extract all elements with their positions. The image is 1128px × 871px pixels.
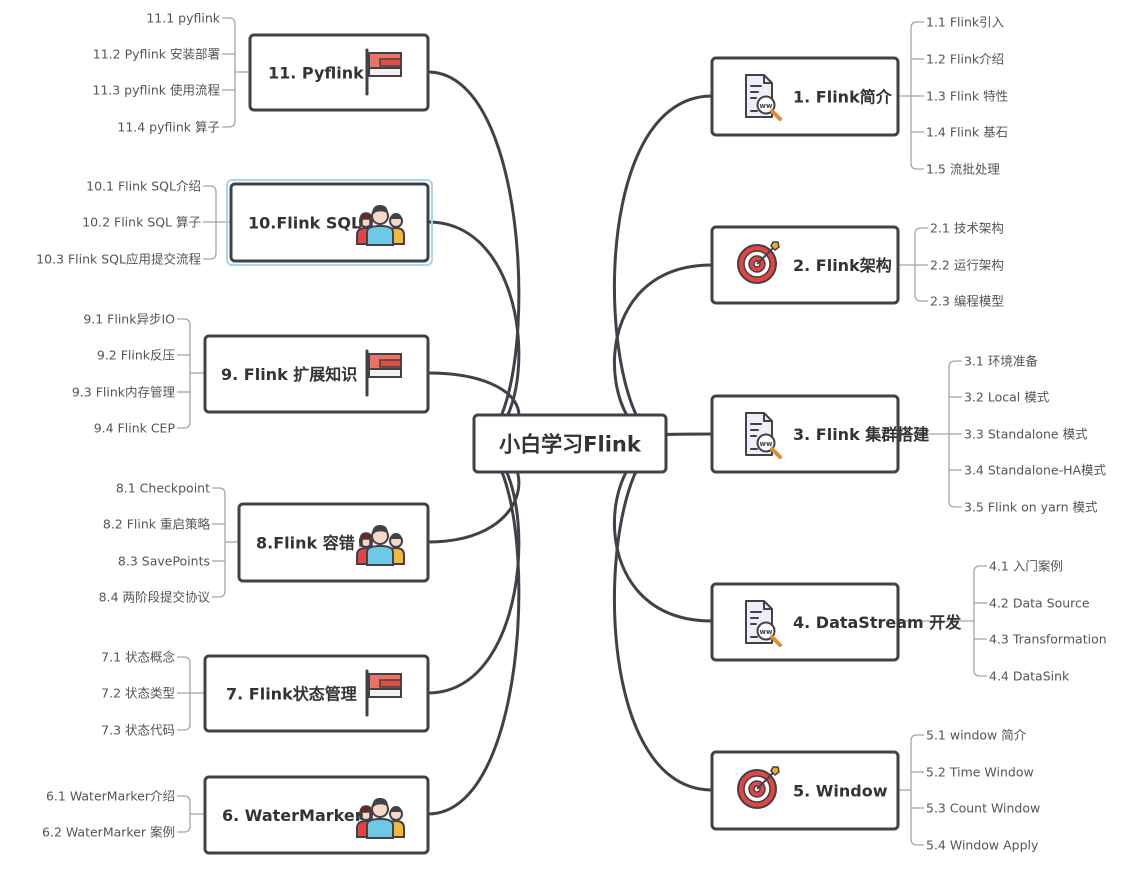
sub-topic-b11-1[interactable]: 11.1 pyflink [146,11,220,26]
sub-topic-b9-3[interactable]: 9.3 Flink内存管理 [72,385,176,400]
branch-node-label: 1. Flink简介 [793,88,893,107]
sub-topic-b1-5[interactable]: 1.5 流批处理 [926,162,1000,177]
sub-topic-b8-2[interactable]: 8.2 Flink 重启策略 [103,517,211,532]
sub-topic-b5-1[interactable]: 5.1 window 简介 [926,728,1027,743]
nodes: 小白学习Flink 1. Flink简介 1.1 Flink引入 1.2 Flink介… [36,11,1107,855]
sub-topic-b1-4[interactable]: 1.4 Flink 基石 [926,125,1008,140]
branch-node-label: 7. Flink状态管理 [226,685,357,704]
sub-topic-b9-4[interactable]: 9.4 Flink CEP [94,421,176,436]
sub-topic-b3-3[interactable]: 3.3 Standalone 模式 [964,427,1088,442]
sub-topic-b2-1[interactable]: 2.1 技术架构 [930,221,1004,236]
branch-node-1[interactable]: 1. Flink简介 [710,56,900,137]
sub-topic-b7-3[interactable]: 7.3 状态代码 [101,723,175,738]
sub-bracket-b4 [898,565,987,677]
branch-node-label: 11. Pyflink [268,64,364,83]
sub-bracket-b8 [212,487,239,598]
sub-topic-b3-5[interactable]: 3.5 Flink on yarn 模式 [964,500,1098,515]
sub-topic-b6-1[interactable]: 6.1 WaterMarker介绍 [46,789,175,804]
branch-node-label: 9. Flink 扩展知识 [221,365,357,384]
sub-topic-b10-3[interactable]: 10.3 Flink SQL应用提交流程 [36,252,201,267]
selection-outline [226,179,433,266]
sub-topic-b10-1[interactable]: 10.1 Flink SQL介绍 [86,179,201,194]
root-node-label: 小白学习Flink [499,433,642,457]
sub-topic-b5-2[interactable]: 5.2 Time Window [926,765,1034,780]
sub-topic-b6-2[interactable]: 6.2 WaterMarker 案例 [42,825,175,840]
branch-node-10[interactable]: 10.Flink SQL [226,179,433,266]
root-node-box [472,413,668,474]
sub-topic-b11-3[interactable]: 11.3 pyflink 使用流程 [92,83,220,98]
sub-topic-b5-3[interactable]: 5.3 Count Window [926,801,1040,816]
branch-node-label: 10.Flink SQL [248,214,361,233]
branch-node-2[interactable]: 2. Flink架构 [710,225,900,305]
sub-bracket-b1 [898,21,924,170]
sub-topic-b8-1[interactable]: 8.1 Checkpoint [116,481,210,496]
sub-bracket-b11 [222,17,250,128]
sub-topic-b11-2[interactable]: 11.2 Pyflink 安装部署 [93,47,220,62]
sub-bracket-b3 [898,360,962,508]
branch-node-label: 6. WaterMarker [222,806,363,825]
sub-topic-b3-4[interactable]: 3.4 Standalone-HA模式 [964,463,1107,478]
sub-topic-b9-1[interactable]: 9.1 Flink异步IO [83,312,175,327]
sub-topic-b2-3[interactable]: 2.3 编程模型 [930,294,1004,309]
sub-topic-b4-2[interactable]: 4.2 Data Source [989,596,1090,611]
branch-node-6[interactable]: 6. WaterMarker [203,775,430,855]
sub-topic-b3-2[interactable]: 3.2 Local 模式 [964,390,1050,405]
sub-bracket-b5 [898,734,924,846]
sub-topic-b8-3[interactable]: 8.3 SavePoints [118,554,210,569]
sub-topic-b4-4[interactable]: 4.4 DataSink [989,669,1070,684]
sub-topic-b7-2[interactable]: 7.2 状态类型 [101,686,175,701]
sub-topic-b2-2[interactable]: 2.2 运行架构 [930,258,1004,273]
root-node[interactable]: 小白学习Flink [472,413,668,474]
branch-node-label: 2. Flink架构 [793,256,892,275]
connector-b10 [426,220,521,445]
connector-b11 [426,70,521,445]
branch-node-4[interactable]: 4. DataStream 开发 [710,582,962,662]
branch-node-label: 8.Flink 容错 [256,534,355,553]
sub-topic-b4-3[interactable]: 4.3 Transformation [989,632,1107,647]
branch-node-label: 5. Window [793,782,888,801]
branch-node-8[interactable]: 8.Flink 容错 [237,502,430,583]
sub-bracket-b6 [177,795,205,833]
sub-topic-b1-2[interactable]: 1.2 Flink介绍 [926,52,1004,67]
connector-b5 [612,441,714,792]
branch-node-label: 3. Flink 集群搭建 [793,425,929,444]
sub-bracket-b7 [177,656,205,731]
sub-topic-b4-1[interactable]: 4.1 入门案例 [989,559,1063,574]
branch-node-7[interactable]: 7. Flink状态管理 [203,654,430,733]
branch-node-label: 4. DataStream 开发 [793,613,962,632]
branch-node-5[interactable]: 5. Window [710,750,900,831]
branch-node-3[interactable]: 3. Flink 集群搭建 [710,394,929,474]
sub-topic-b1-3[interactable]: 1.3 Flink 特性 [926,89,1008,104]
branch-node-9[interactable]: 9. Flink 扩展知识 [203,334,430,414]
branch-node-11[interactable]: 11. Pyflink [248,33,430,112]
sub-topic-b10-2[interactable]: 10.2 Flink SQL 算子 [82,215,201,230]
sub-topic-b7-1[interactable]: 7.1 状态概念 [101,650,175,665]
connector-b1 [612,94,714,445]
sub-topic-b9-2[interactable]: 9.2 Flink反压 [97,348,175,363]
sub-topic-b3-1[interactable]: 3.1 环境准备 [964,354,1038,369]
sub-topic-b11-4[interactable]: 11.4 pyflink 算子 [117,120,220,135]
sub-bracket-b2 [898,227,928,302]
sub-bracket-b10 [203,185,231,260]
sub-topic-b5-4[interactable]: 5.4 Window Apply [926,838,1039,853]
sub-bracket-b9 [177,318,205,429]
sub-topic-b8-4[interactable]: 8.4 两阶段提交协议 [99,590,211,605]
sub-topic-b1-1[interactable]: 1.1 Flink引入 [926,15,1005,30]
